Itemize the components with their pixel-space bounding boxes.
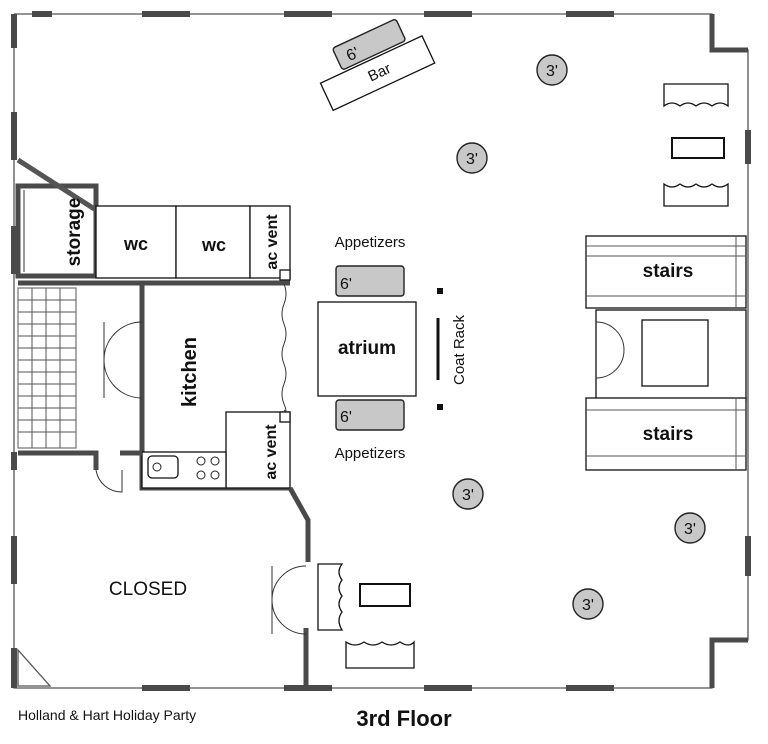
round-table-4-label: 3' — [684, 521, 696, 538]
right-stairs: stairs stairs — [585, 235, 747, 471]
stairs-core — [641, 319, 709, 387]
round-table-5 — [572, 588, 604, 620]
round-table-1 — [536, 54, 568, 86]
atrium-label: atrium — [338, 338, 396, 359]
appetizer-table-top — [335, 265, 405, 297]
bar-counter — [319, 34, 436, 112]
closed-label: CLOSED — [109, 579, 187, 600]
event-title: Holland & Hart Holiday Party — [18, 707, 196, 723]
stairs-bottom-label: stairs — [643, 424, 694, 445]
sofa-closed-side — [317, 563, 344, 631]
coffee-table-bottom — [359, 583, 411, 607]
wc-label-2: wc — [201, 235, 226, 255]
coat-rack-post-top — [437, 288, 443, 294]
round-table-3-label: 3' — [462, 487, 474, 504]
service-block: storage wc wc ac vent kitchen ac vent — [15, 157, 311, 688]
appetizers-bottom-label: Appetizers — [335, 445, 406, 462]
ac-vent-top-label: ac vent — [264, 214, 281, 270]
atrium-box — [317, 301, 417, 397]
round-table-5-label: 3' — [582, 597, 594, 614]
sofa-top — [663, 83, 729, 108]
appetizers-top-label: Appetizers — [335, 234, 406, 251]
right-lounge — [317, 83, 729, 669]
sofa-lower — [663, 182, 729, 207]
coffee-table-top — [671, 137, 725, 159]
stairs-top-label: stairs — [643, 261, 694, 282]
coat-rack-label: Coat Rack — [451, 314, 468, 385]
coat-rack-post-bottom — [437, 404, 443, 410]
appetizer-table-bottom — [335, 399, 405, 431]
round-table-2 — [456, 142, 488, 174]
floor-title: 3rd Floor — [356, 706, 452, 731]
round-tables: 3' 3' 3' 3' 3' — [452, 54, 706, 620]
ac-vent-bottom-label: ac vent — [263, 424, 280, 480]
atrium-area: Appetizers 6' atrium 6' Appetizers Coat … — [317, 234, 468, 462]
round-table-2-label: 3' — [466, 151, 478, 168]
bar-area: Bar 6' — [319, 19, 436, 112]
round-table-4 — [674, 512, 706, 544]
round-table-1-label: 3' — [546, 63, 558, 80]
storage-label: storage — [64, 198, 85, 267]
wc-label-1: wc — [123, 234, 148, 254]
kitchen-label: kitchen — [179, 337, 201, 407]
round-table-3 — [452, 478, 484, 510]
appetizer-table-bottom-label: 6' — [340, 409, 352, 426]
sofa-bottom — [345, 640, 415, 669]
appetizer-table-top-label: 6' — [340, 276, 352, 293]
left-stairs — [17, 287, 77, 449]
bar-table — [332, 19, 406, 70]
